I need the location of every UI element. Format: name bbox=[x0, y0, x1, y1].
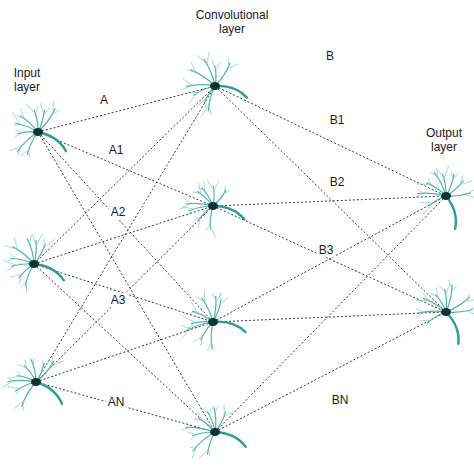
neuron bbox=[416, 165, 474, 228]
dashed-link bbox=[38, 132, 215, 432]
weight-label: A2 bbox=[109, 205, 128, 219]
dashed-link bbox=[36, 382, 215, 432]
dashed-link bbox=[213, 312, 446, 322]
neuron bbox=[183, 52, 247, 117]
dashed-link bbox=[34, 206, 213, 264]
dashed-link bbox=[215, 196, 446, 432]
dashed-link bbox=[215, 312, 446, 432]
neuron bbox=[415, 280, 474, 344]
dashed-link bbox=[38, 86, 215, 132]
dashed-link bbox=[36, 86, 215, 382]
neuron bbox=[181, 405, 245, 459]
dashed-link bbox=[213, 196, 446, 206]
dashed-connections bbox=[34, 86, 446, 432]
weight-label: B2 bbox=[328, 175, 347, 189]
neuron bbox=[9, 101, 66, 158]
dashed-link bbox=[34, 264, 215, 432]
dashed-link bbox=[215, 86, 446, 196]
weight-label: A bbox=[98, 93, 110, 107]
neuron bbox=[180, 180, 245, 237]
dashed-link bbox=[215, 86, 446, 312]
dashed-link bbox=[213, 196, 446, 322]
layer-heading: Convolutional layer bbox=[184, 8, 280, 36]
dashed-link bbox=[36, 322, 213, 382]
layer-heading: Output layer bbox=[420, 126, 468, 154]
dashed-link bbox=[34, 264, 213, 322]
neuron-cells bbox=[3, 52, 474, 459]
dashed-link bbox=[38, 132, 213, 322]
neuron bbox=[3, 354, 64, 411]
layer-heading: Input layer bbox=[3, 66, 51, 94]
dashed-link bbox=[36, 206, 213, 382]
dashed-link bbox=[38, 132, 213, 206]
weight-label: A3 bbox=[109, 293, 128, 307]
weight-label: B3 bbox=[317, 243, 336, 257]
weight-label: B bbox=[324, 49, 336, 63]
weight-label: BN bbox=[330, 393, 351, 407]
neuron bbox=[4, 233, 64, 293]
weight-label: B1 bbox=[328, 113, 347, 127]
neuron bbox=[181, 290, 245, 350]
weight-label: AN bbox=[106, 395, 127, 409]
dashed-link bbox=[34, 86, 215, 264]
weight-label: A1 bbox=[107, 143, 126, 157]
